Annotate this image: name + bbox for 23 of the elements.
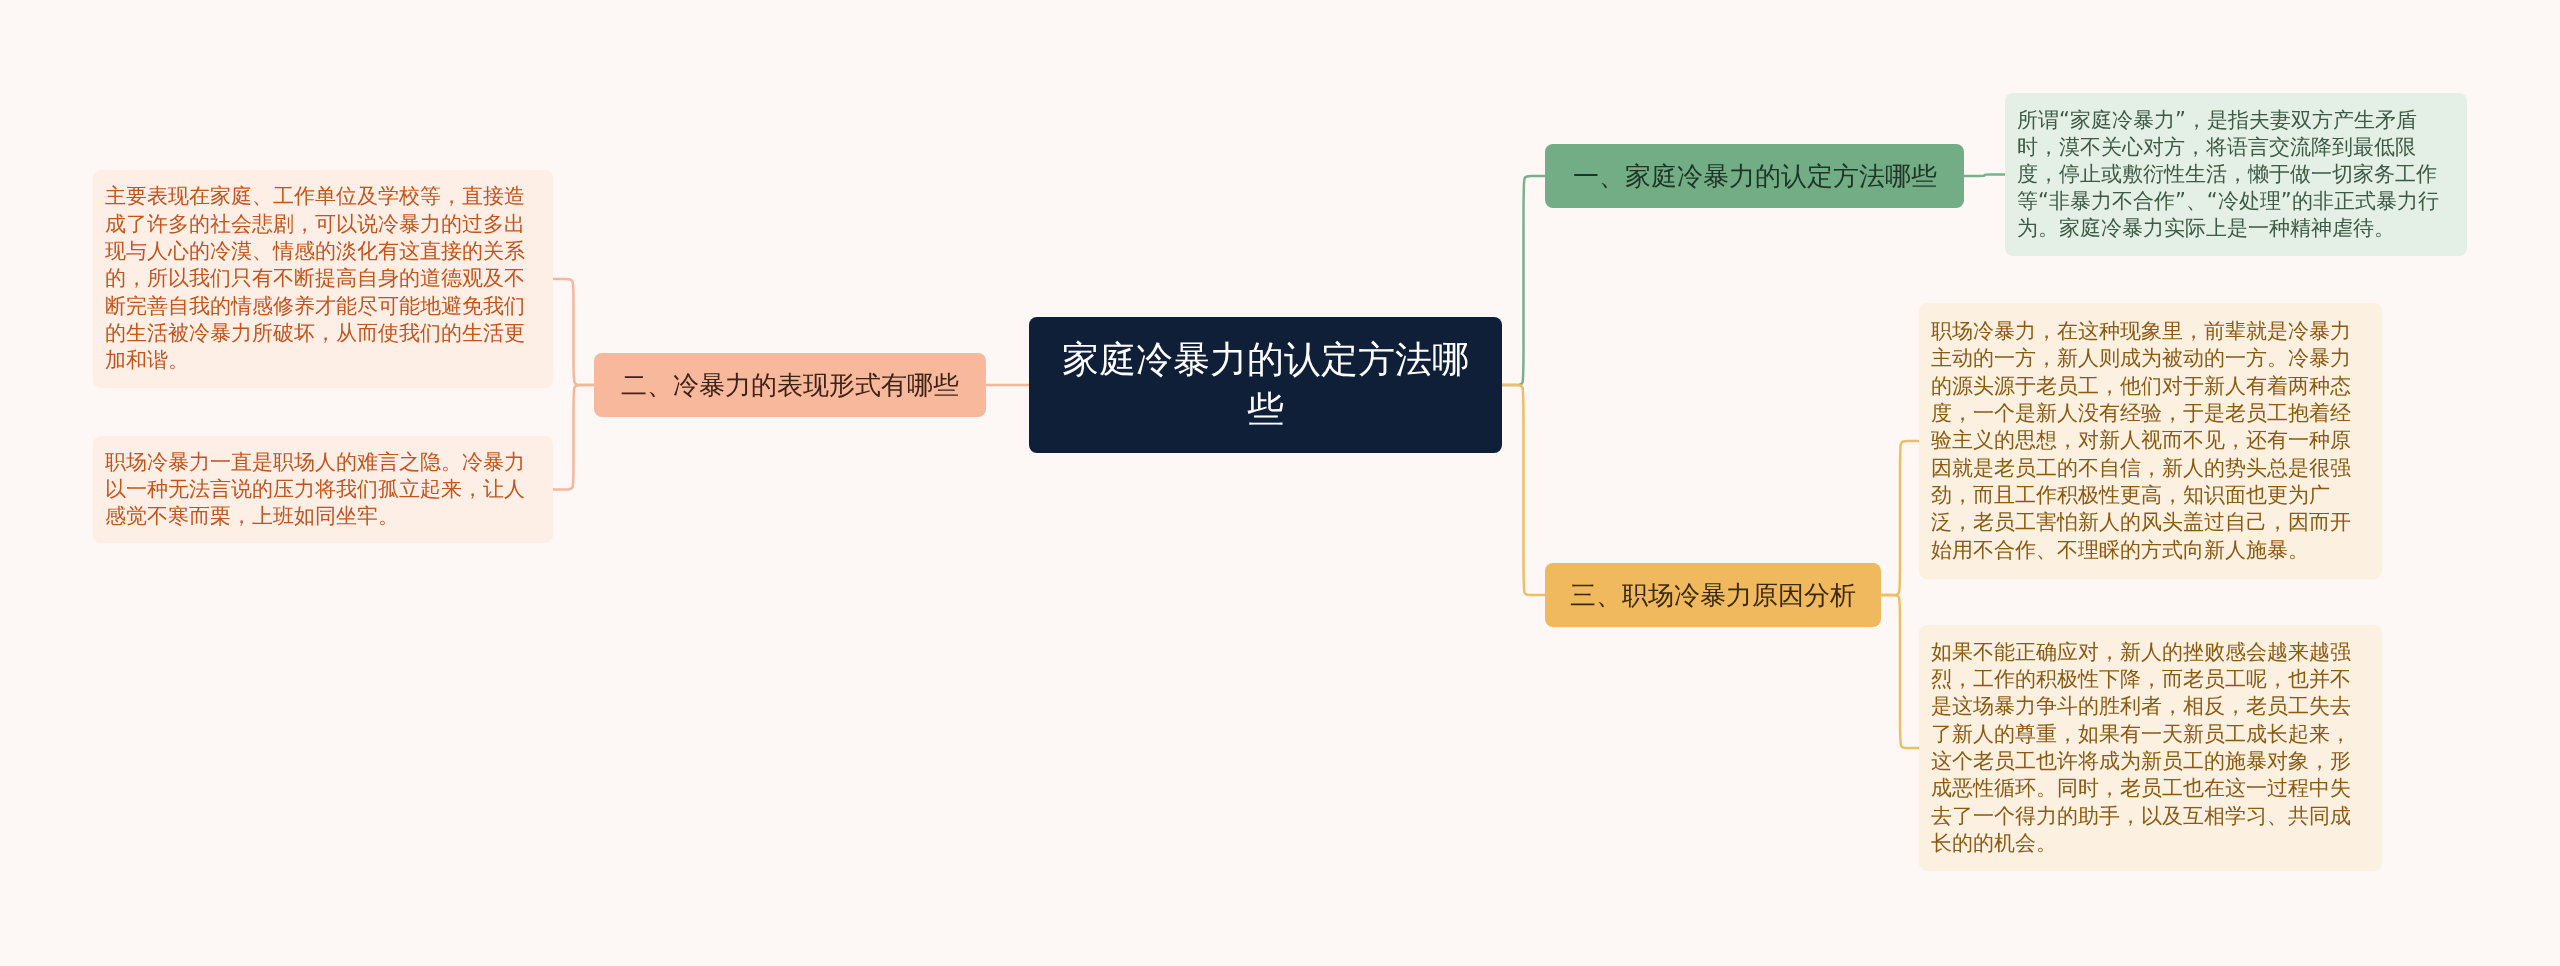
branch-topic [594,353,986,417]
connector-line [553,383,594,491]
note-card [93,436,553,543]
topic-text: 二、冷暴力的表现形式有哪些 [620,369,960,402]
connector-line [986,383,1029,387]
topic-text: 所谓“家庭冷暴力”，是指夫妻双方产生矛盾时，漠不关心对方，将语言交流降到最低限度，停止或敷衍性生活，懒于做一切家务工作等“非暴力不合作”、“冷处理”的非正式暴力行为。家庭冷暴力实际上是一种精神虐待。 [2017,107,2440,242]
note-card [2005,93,2467,256]
topic-text: 一、家庭冷暴力的认定方法哪些 [1571,160,1938,193]
topic-text: 三、职场冷暴力原因分析 [1569,579,1857,612]
branch-topic [1545,563,1881,627]
note-card [93,170,553,388]
topic-text: 主要表现在家庭、工作单位及学校等，直接造成了许多的社会悲剧，可以说冷暴力的过多出现与人心的冷漠、情感的淡化有这直接的关系的，所以我们只有不断提高自身的道德观及不断完善自我的情感修养才能尽可能地避免我们的生活被冷暴力所破坏，从而使我们的生活更加和谐。 [105,183,526,375]
topic-text: 职场冷暴力一直是职场人的难言之隐。冷暴力以一种无法言说的压力将我们孤立起来，让人感觉不寒而栗，上班如同坐牢。 [105,448,526,531]
note-card [1919,303,2382,579]
topic-text: 职场冷暴力，在这种现象里，前辈就是冷暴力主动的一方，新人则成为被动的一方。冷暴力的源头源于老员工，他们对于新人有着两种态度，一个是新人没有经验，于是老员工抱着经验主义的思想，对新人视而不见，还有一种原因就是老员工的不自信，新人的势头总是很强劲，而且工作积极性更高，知识面也更为广泛，老员工害怕新人的风头盖过自己，因而开始用不合作、不理睬的方式向新人施暴。 [1931,318,2352,564]
note-card [1919,625,2382,871]
topic-text: 家庭冷暴力的认定方法哪些 [1061,337,1470,433]
connector-line [1881,593,1919,750]
connector-line [1502,383,1545,597]
connector-line [1964,173,2005,178]
branch-topic [1545,144,1964,208]
central-topic [1029,317,1502,453]
topic-text: 如果不能正确应对，新人的挫败感会越来越强烈，工作的积极性下降，而老员工呢，也并不是这场暴力争斗的胜利者，相反，老员工失去了新人的尊重，如果有一天新员工成长起来，这个老员工也许将成为新员工的施暴对象，形成恶性循环。同时，老员工也在这一过程中失去了一个得力的助手，以及互相学习、共同成长的的机会。 [1931,638,2352,857]
